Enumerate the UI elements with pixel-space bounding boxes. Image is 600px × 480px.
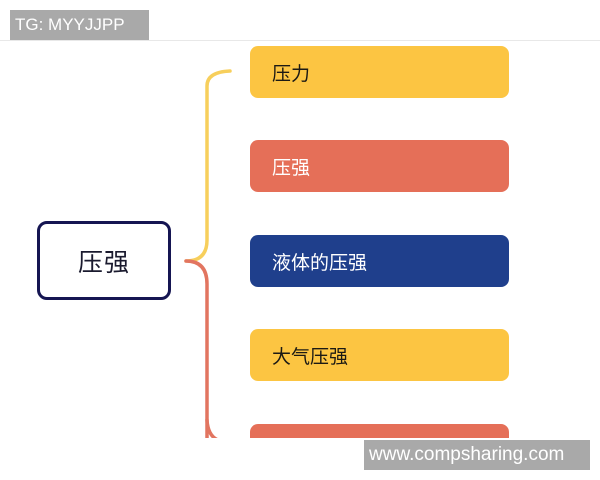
mindmap-connectors	[184, 69, 232, 438]
connector-upper	[184, 69, 232, 263]
child-node-liquid-pressure[interactable]: 液体的压强	[250, 235, 509, 287]
child-node-pressure[interactable]: 压强	[250, 140, 509, 192]
child-node-pressure-force[interactable]: 压力	[250, 46, 509, 98]
watermark-bottom-text: www.compsharing.com	[369, 444, 565, 465]
watermark-bottom: www.compsharing.com	[364, 440, 590, 470]
child-node-atmospheric-pressure[interactable]: 大气压强	[250, 329, 509, 381]
mindmap-canvas: 压强 压力 压强 液体的压强 大气压强	[37, 46, 509, 438]
root-node-label: 压强	[77, 247, 130, 277]
connector-lower	[184, 259, 209, 438]
child-node-label: 压强	[272, 156, 311, 179]
header-divider	[0, 40, 600, 41]
child-node-partial[interactable]	[250, 424, 509, 438]
root-node[interactable]: 压强	[37, 221, 171, 300]
child-node-label: 液体的压强	[272, 251, 368, 274]
watermark-top: TG: MYYJJPP	[10, 10, 149, 40]
connector-lower-tail	[205, 418, 218, 438]
watermark-top-text: TG: MYYJJPP	[15, 15, 125, 34]
child-node-label: 压力	[272, 62, 311, 85]
child-node-label: 大气压强	[272, 345, 349, 368]
